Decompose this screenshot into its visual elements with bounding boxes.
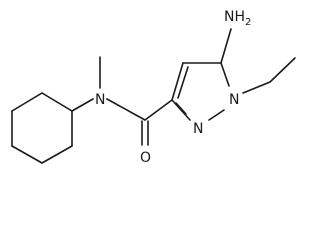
ring-nitrogen-2-label: N xyxy=(193,121,203,137)
bond xyxy=(11,145,43,164)
bond xyxy=(71,98,94,112)
cyclohexane-ring xyxy=(11,92,73,164)
structure-diagram: NH2 N N N O xyxy=(11,9,296,166)
amino-label: NH2 xyxy=(224,9,251,28)
ring-nitrogen-1-label: N xyxy=(229,92,239,108)
bond xyxy=(41,145,73,164)
bond xyxy=(177,66,189,99)
bond xyxy=(41,92,73,112)
bond xyxy=(106,98,146,121)
amide-nitrogen-label: N xyxy=(95,92,105,108)
bond xyxy=(175,102,187,115)
pyrazole-ring xyxy=(171,62,230,121)
bond xyxy=(269,57,296,83)
bond xyxy=(220,62,230,87)
bond xyxy=(11,92,43,112)
oxygen-label: O xyxy=(140,150,151,166)
bond xyxy=(220,28,232,64)
bond xyxy=(171,99,191,121)
bond xyxy=(242,81,271,94)
bond xyxy=(144,99,173,121)
bond xyxy=(171,62,184,101)
molecule-canvas: NH2 N N N O xyxy=(11,9,296,166)
bond xyxy=(208,109,225,121)
